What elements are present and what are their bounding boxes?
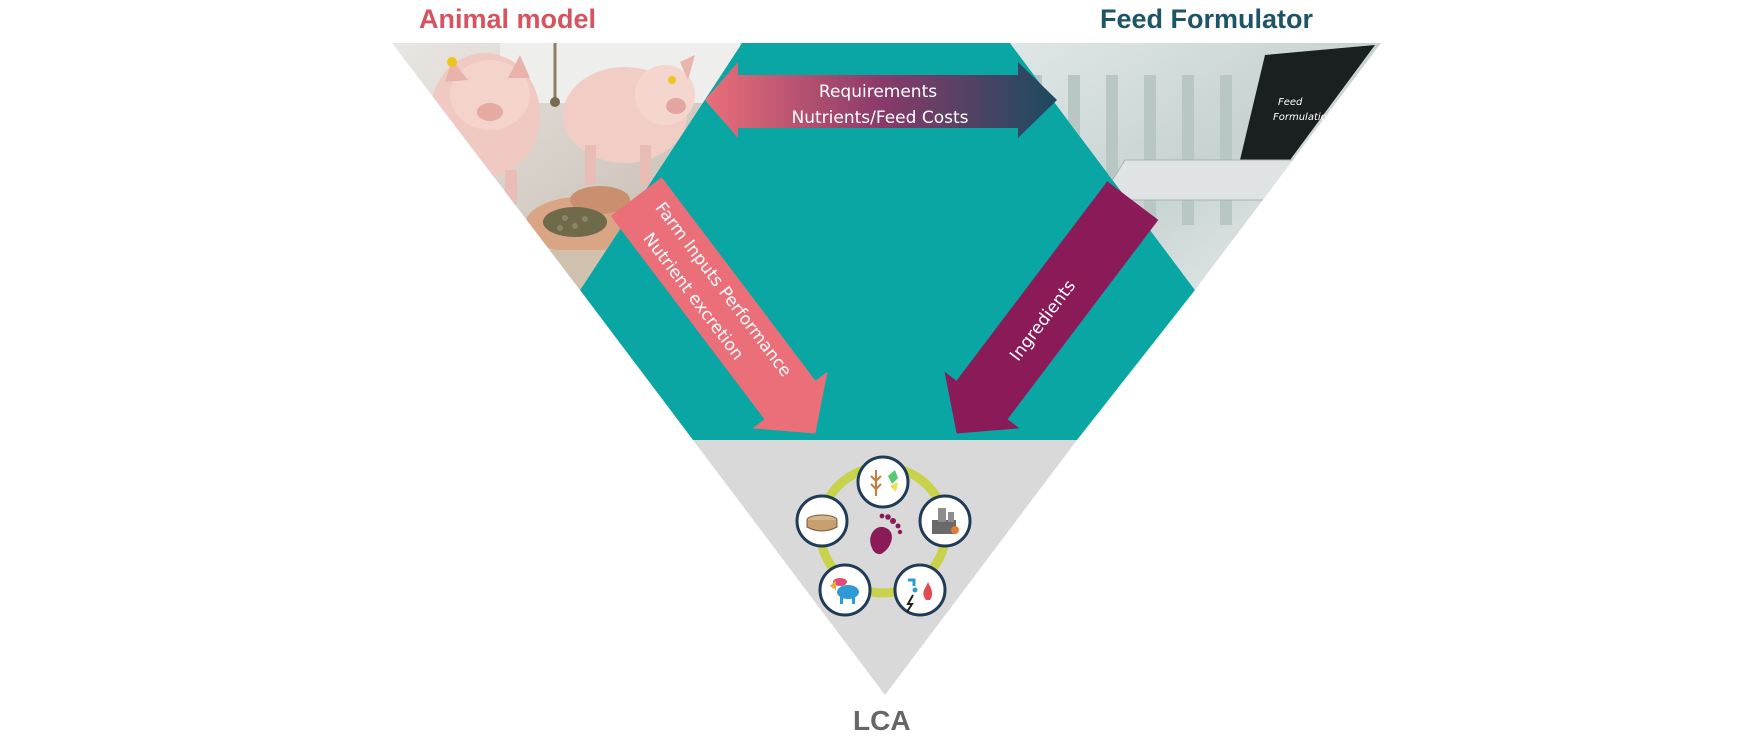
feed-formulator-title: Feed Formulator <box>1100 4 1314 34</box>
feed-mill-icon <box>918 494 972 548</box>
livestock-icon <box>818 563 872 617</box>
laptop-screen-text-2: Formulation <box>1273 112 1333 123</box>
lca-title: LCA <box>853 705 911 736</box>
manure-storage-icon <box>795 494 849 548</box>
nutrients-feed-costs-label: Nutrients/Feed Costs <box>792 108 969 128</box>
laptop-screen-text-1: Feed <box>1278 97 1303 108</box>
crops-icon <box>856 455 910 509</box>
lca-icon-wheel <box>795 455 972 617</box>
energy-water-icon <box>893 563 947 617</box>
requirements-label: Requirements <box>819 82 937 102</box>
lca-triangle <box>693 440 1077 695</box>
farm-inputs-arrow <box>610 177 828 434</box>
ingredients-arrow <box>944 181 1159 434</box>
requirements-arrow <box>705 62 1057 138</box>
animal-model-title: Animal model <box>419 4 597 34</box>
co2-footprint-icon <box>870 513 903 555</box>
